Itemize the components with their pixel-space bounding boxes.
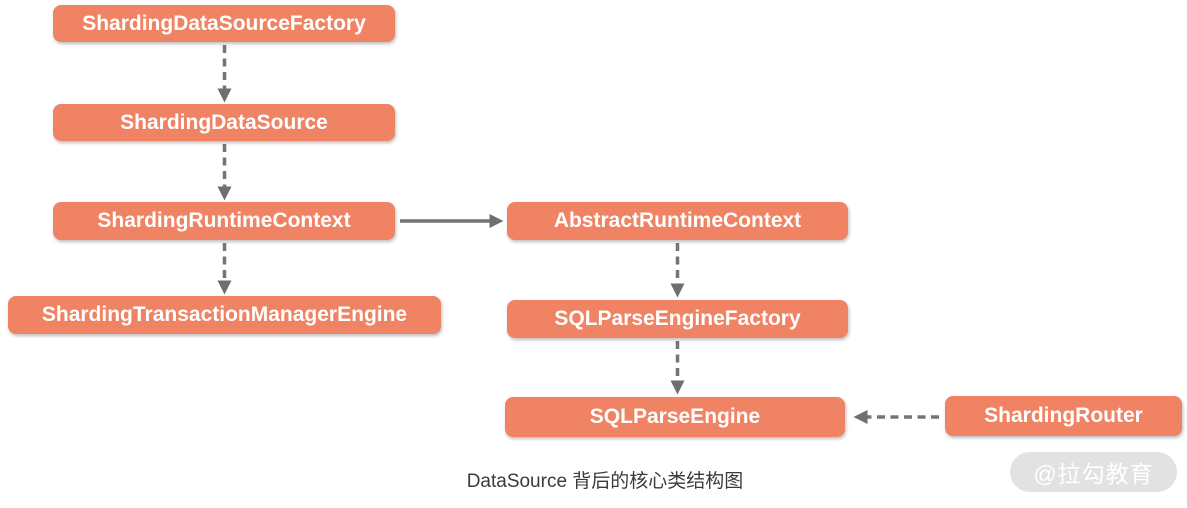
node-sql-parse-engine: SQLParseEngine <box>505 397 845 437</box>
node-abstract-runtime-context: AbstractRuntimeContext <box>507 202 848 240</box>
node-sharding-router: ShardingRouter <box>945 396 1182 436</box>
diagram-caption: DataSource 背后的核心类结构图 <box>466 471 744 492</box>
watermark-badge: @拉勾教育 <box>1010 452 1177 492</box>
node-sharding-transaction-manager-engine: ShardingTransactionManagerEngine <box>8 296 441 334</box>
node-sharding-runtime-context: ShardingRuntimeContext <box>53 202 395 240</box>
node-sql-parse-engine-factory: SQLParseEngineFactory <box>507 300 848 338</box>
watermark-text: @拉勾教育 <box>1033 461 1154 487</box>
node-sharding-data-source: ShardingDataSource <box>53 104 395 141</box>
node-sharding-data-source-factory: ShardingDataSourceFactory <box>53 5 395 42</box>
